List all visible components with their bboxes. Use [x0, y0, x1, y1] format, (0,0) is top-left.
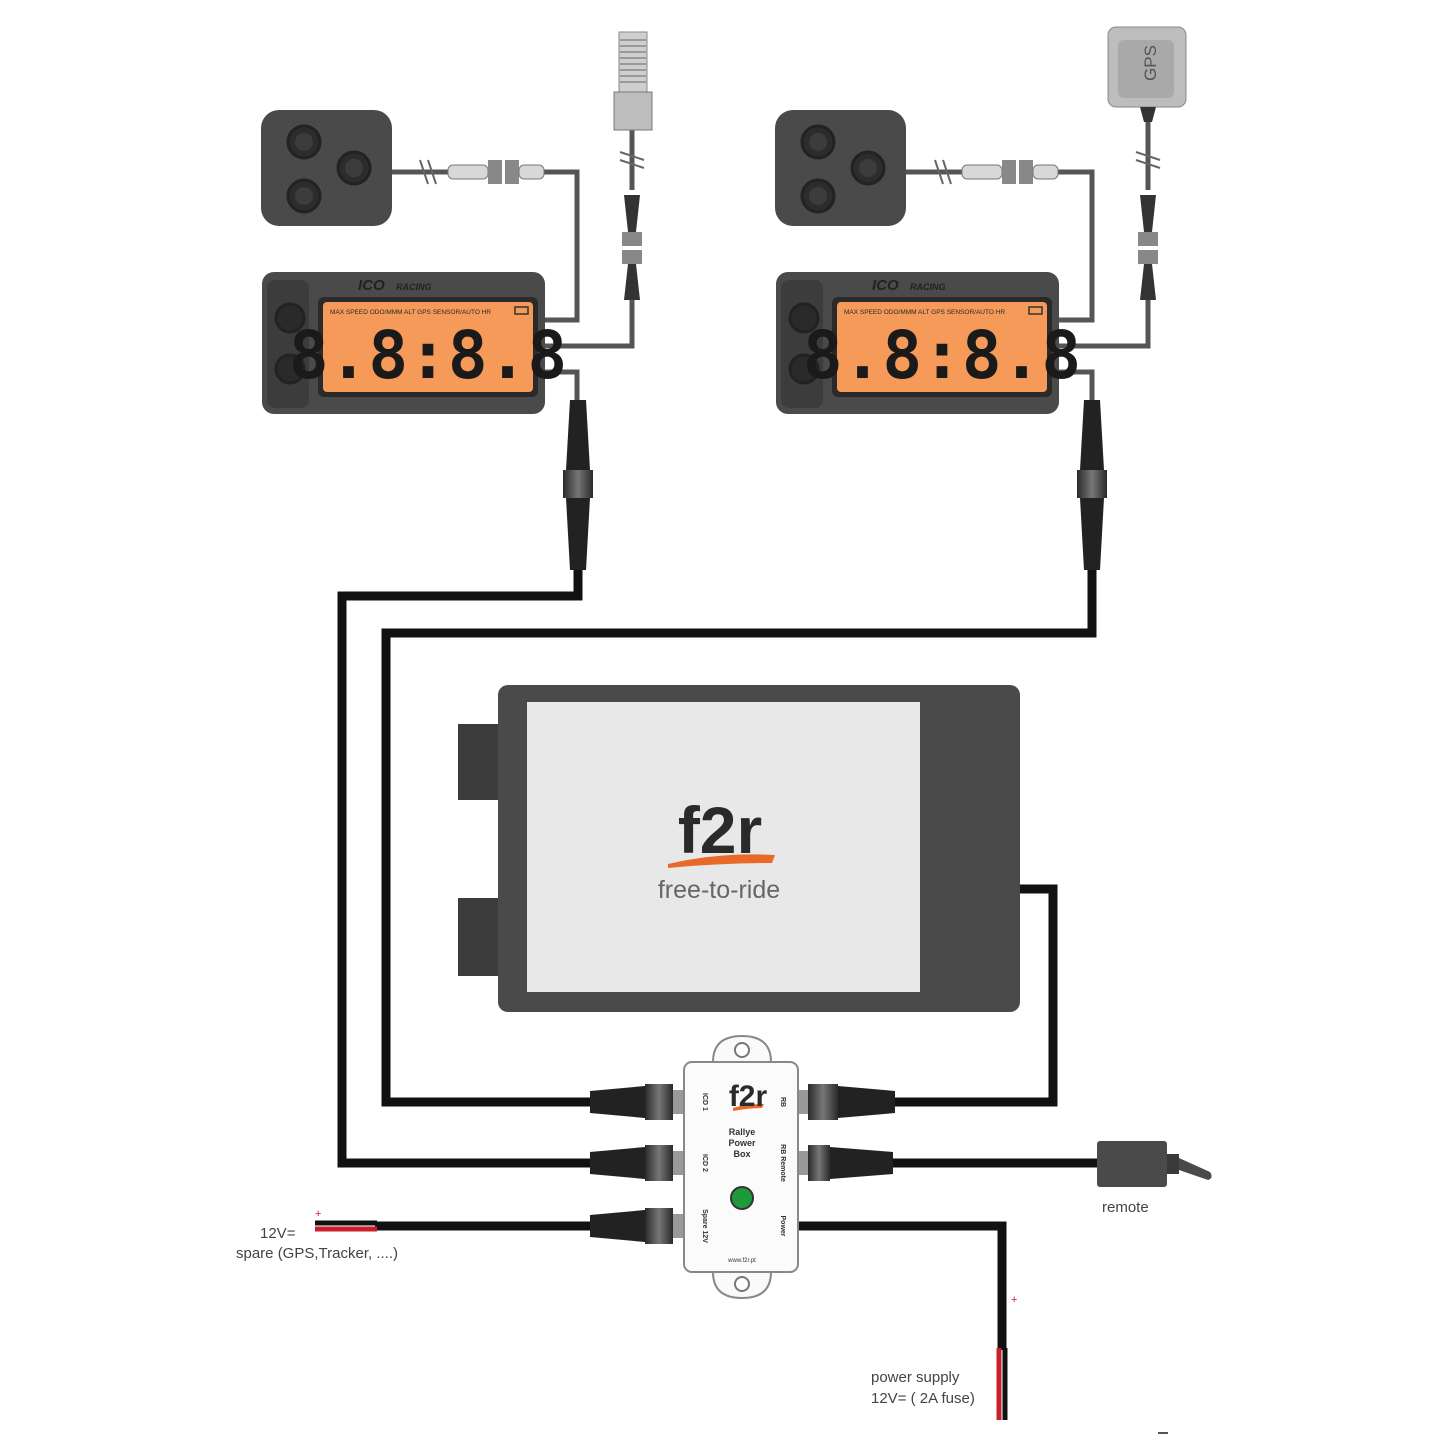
cable-break-marks — [419, 151, 1161, 185]
power-box-url: www.f2r.pt — [727, 1258, 756, 1264]
roadbook-logo-swoosh — [668, 854, 775, 868]
port-label-icd1: ICD 1 — [701, 1093, 708, 1111]
left-remote-keypad — [261, 110, 392, 226]
cable-left-sensor — [545, 300, 635, 349]
cable-right-keypad — [1040, 169, 1095, 323]
left-trip-display — [262, 272, 545, 414]
rallye-power-box — [683, 1034, 799, 1300]
connectors-upper — [447, 160, 1158, 300]
remote-label: remote — [1102, 1199, 1149, 1216]
right-remote-keypad — [775, 110, 906, 226]
cable-right-gps — [1058, 300, 1151, 349]
power-box-title-2: Power — [728, 1138, 756, 1148]
power-box-title-1: Rallye — [729, 1127, 756, 1137]
spare-plus: + — [315, 1208, 321, 1220]
connectors-vertical — [563, 400, 1107, 570]
cable-left-display-to-icd2 — [337, 570, 590, 1168]
right-trip-display — [776, 272, 1059, 414]
port-label-rb: RB — [779, 1097, 786, 1107]
speed-sensor — [613, 31, 653, 131]
power-supply-voltage: 12V= ( 2A fuse) — [871, 1390, 975, 1407]
remote-switch — [1097, 1141, 1212, 1187]
port-label-power: Power — [779, 1215, 786, 1236]
power-box-title-3: Box — [733, 1149, 750, 1159]
right-display-brand-sub: RACING — [910, 282, 946, 292]
right-display-brand: ICO — [872, 277, 899, 294]
cable-power-supply — [795, 1221, 1007, 1350]
power-supply-label: power supply — [871, 1369, 960, 1386]
left-lcd-header: MAX SPEED ODO/MMM ALT GPS SENSOR/AUTO HR — [330, 309, 491, 316]
gps-antenna — [1107, 26, 1187, 122]
right-lcd-header: MAX SPEED ODO/MMM ALT GPS SENSOR/AUTO HR — [844, 309, 1005, 316]
port-label-remote: RB Remote — [779, 1144, 786, 1182]
cable-left-keypad — [525, 169, 580, 323]
power-box-logo: f2r — [729, 1080, 768, 1113]
left-display-brand: ICO — [358, 277, 385, 294]
right-lcd-screen — [837, 302, 1047, 392]
roadbook-device — [458, 685, 1020, 1012]
roadbook-logo: f2r — [678, 793, 762, 867]
cables — [315, 105, 1151, 1420]
port-label-icd2: ICD 2 — [701, 1154, 708, 1172]
left-lcd-screen — [323, 302, 533, 392]
cable-left-bottom — [545, 369, 580, 400]
port-label-spare: Spare 12V — [701, 1209, 708, 1243]
cable-right-bottom — [1058, 369, 1095, 400]
cable-roadbook-to-rb — [895, 884, 1058, 1107]
gps-label: GPS — [1141, 45, 1160, 81]
roadbook-paper-window — [527, 702, 920, 992]
power-box-led — [730, 1186, 754, 1210]
spare-voltage-label: 12V= — [260, 1225, 296, 1242]
left-display-brand-sub: RACING — [396, 282, 432, 292]
spare-desc-label: spare (GPS,Tracker, ....) — [236, 1245, 398, 1262]
right-lcd-digits: 8.8:8.8 — [803, 317, 1081, 394]
power-plus: + — [1011, 1294, 1017, 1306]
left-lcd-digits: 8.8:8.8 — [289, 317, 567, 394]
roadbook-tagline: free-to-ride — [658, 876, 780, 904]
power-box-connectors — [590, 1084, 895, 1244]
cable-right-display-to-icd1 — [381, 570, 1097, 1107]
